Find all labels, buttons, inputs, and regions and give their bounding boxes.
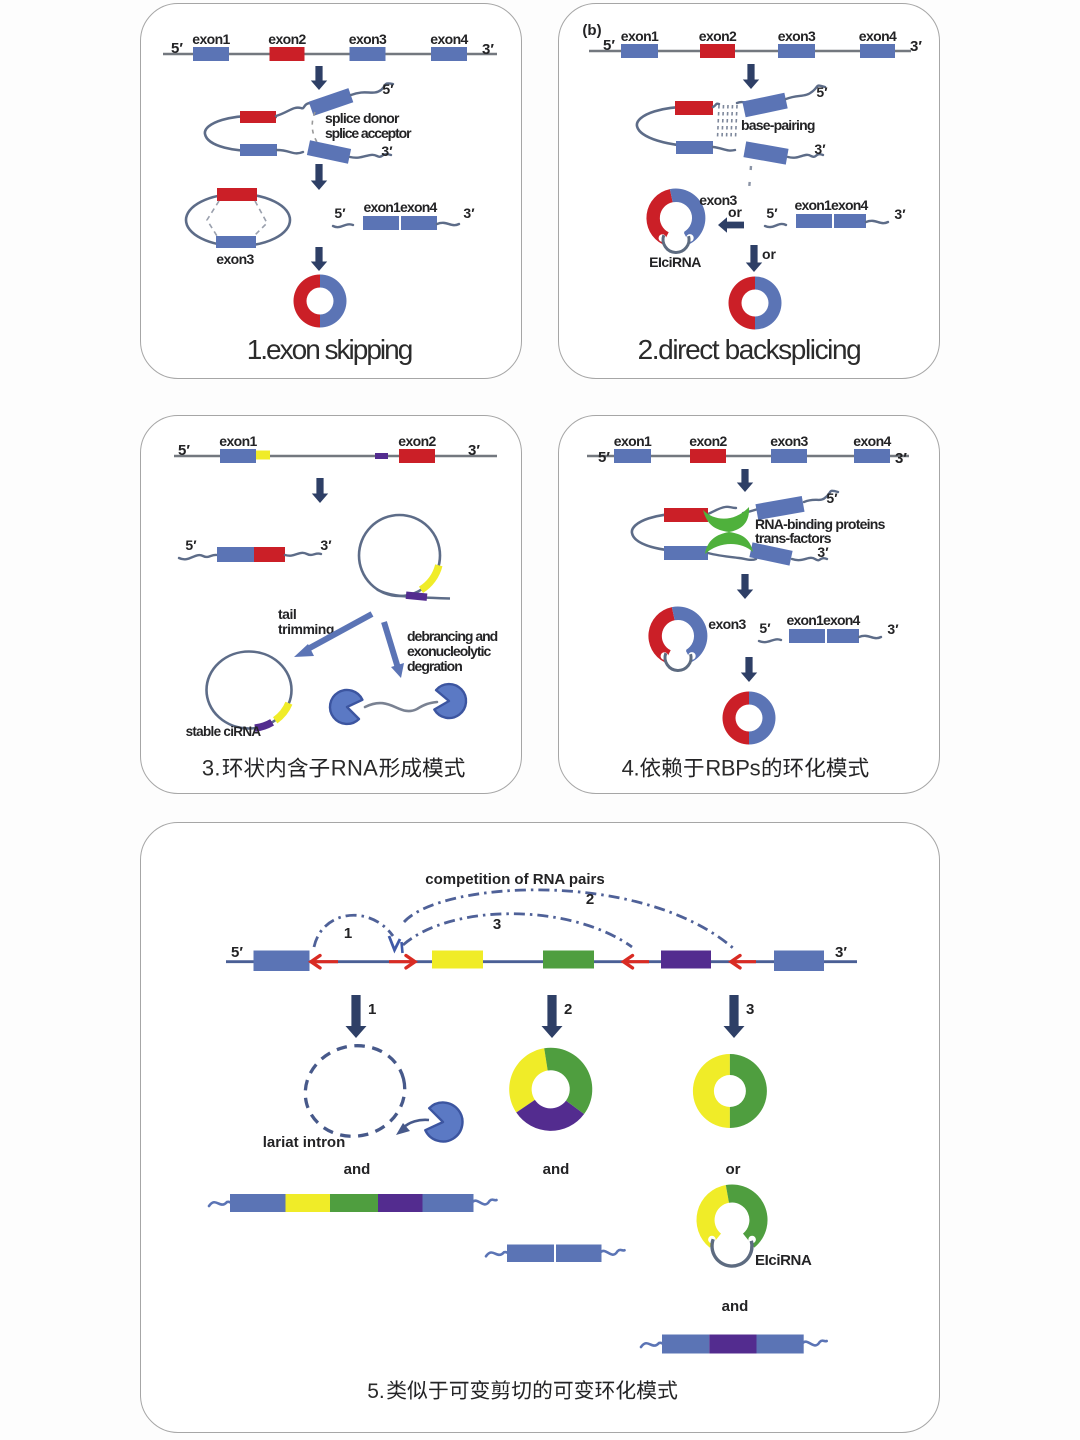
svg-text:3′: 3′ — [320, 537, 332, 553]
svg-text:3′: 3′ — [895, 450, 907, 467]
svg-text:5′: 5′ — [178, 442, 190, 459]
svg-text:5′: 5′ — [231, 944, 243, 961]
svg-text:3′: 3′ — [463, 205, 475, 221]
svg-text:and: and — [543, 1161, 570, 1178]
svg-text:2: 2 — [564, 1001, 572, 1018]
svg-text:trimming: trimming — [278, 621, 334, 637]
svg-text:exon1exon4: exon1exon4 — [787, 612, 861, 628]
svg-text:base-pairing: base-pairing — [741, 117, 815, 133]
svg-text:exon1: exon1 — [621, 28, 659, 44]
svg-text:exon3: exon3 — [778, 28, 816, 44]
svg-text:exon3: exon3 — [216, 251, 254, 267]
svg-text:3′: 3′ — [835, 944, 847, 961]
svg-text:exon4: exon4 — [853, 433, 891, 449]
svg-text:exon1: exon1 — [219, 433, 257, 449]
svg-text:splice acceptor: splice acceptor — [325, 125, 412, 141]
svg-text:and: and — [722, 1298, 749, 1315]
svg-text:3′: 3′ — [887, 621, 899, 637]
svg-text:5′: 5′ — [759, 620, 771, 636]
svg-text:3′: 3′ — [468, 442, 480, 459]
svg-text:exon1exon4: exon1exon4 — [364, 199, 438, 215]
svg-text:or: or — [728, 204, 743, 220]
svg-text:5′: 5′ — [766, 205, 778, 221]
svg-text:3′: 3′ — [381, 143, 393, 159]
svg-text:5′: 5′ — [603, 37, 615, 54]
svg-text:exon3: exon3 — [708, 616, 746, 632]
svg-text:1: 1 — [344, 925, 352, 942]
svg-text:2: 2 — [586, 891, 594, 908]
svg-text:splice donor: splice donor — [325, 110, 400, 126]
svg-text:exon4: exon4 — [430, 31, 468, 47]
svg-text:degration: degration — [407, 658, 462, 674]
svg-text:exon4: exon4 — [859, 28, 897, 44]
svg-text:3′: 3′ — [482, 41, 494, 58]
svg-text:exon3: exon3 — [349, 31, 387, 47]
svg-text:exon2: exon2 — [268, 31, 306, 47]
svg-text:and: and — [344, 1161, 371, 1178]
svg-text:trans-factors: trans-factors — [755, 530, 832, 546]
svg-text:or: or — [726, 1161, 741, 1178]
svg-text:3′: 3′ — [910, 38, 922, 55]
svg-text:5′: 5′ — [185, 537, 197, 553]
svg-text:EIciRNA: EIciRNA — [755, 1252, 812, 1269]
svg-text:5′: 5′ — [598, 449, 610, 466]
svg-text:5′: 5′ — [171, 40, 183, 57]
svg-text:5′: 5′ — [826, 490, 838, 506]
svg-text:exon2: exon2 — [699, 28, 737, 44]
svg-text:tail: tail — [278, 606, 296, 622]
svg-text:exon2: exon2 — [689, 433, 727, 449]
svg-text:3′: 3′ — [894, 206, 906, 222]
svg-text:3′: 3′ — [817, 544, 829, 560]
svg-text:exon3: exon3 — [699, 192, 737, 208]
svg-text:debrancing and: debrancing and — [407, 628, 498, 644]
svg-text:3: 3 — [493, 916, 501, 933]
svg-text:1: 1 — [368, 1001, 376, 1018]
svg-text:competition of RNA pairs: competition of RNA pairs — [425, 871, 604, 888]
svg-text:5′: 5′ — [816, 84, 828, 100]
svg-text:(b): (b) — [582, 22, 601, 39]
svg-text:exonucleolytic: exonucleolytic — [407, 643, 491, 659]
svg-text:exon2: exon2 — [398, 433, 436, 449]
svg-text:stable ciRNA: stable ciRNA — [186, 724, 262, 739]
svg-text:lariat intron: lariat intron — [263, 1134, 346, 1151]
svg-text:exon3: exon3 — [770, 433, 808, 449]
svg-text:5′: 5′ — [382, 81, 394, 97]
svg-text:exon1exon4: exon1exon4 — [795, 197, 869, 213]
svg-text:EIciRNA: EIciRNA — [649, 254, 701, 270]
svg-text:RNA-binding proteins: RNA-binding proteins — [755, 516, 886, 532]
svg-text:5′: 5′ — [334, 205, 346, 221]
svg-text:exon1: exon1 — [614, 433, 652, 449]
svg-text:3′: 3′ — [814, 141, 826, 157]
svg-text:or: or — [762, 246, 777, 262]
svg-text:3: 3 — [746, 1001, 754, 1018]
svg-text:exon1: exon1 — [192, 31, 230, 47]
